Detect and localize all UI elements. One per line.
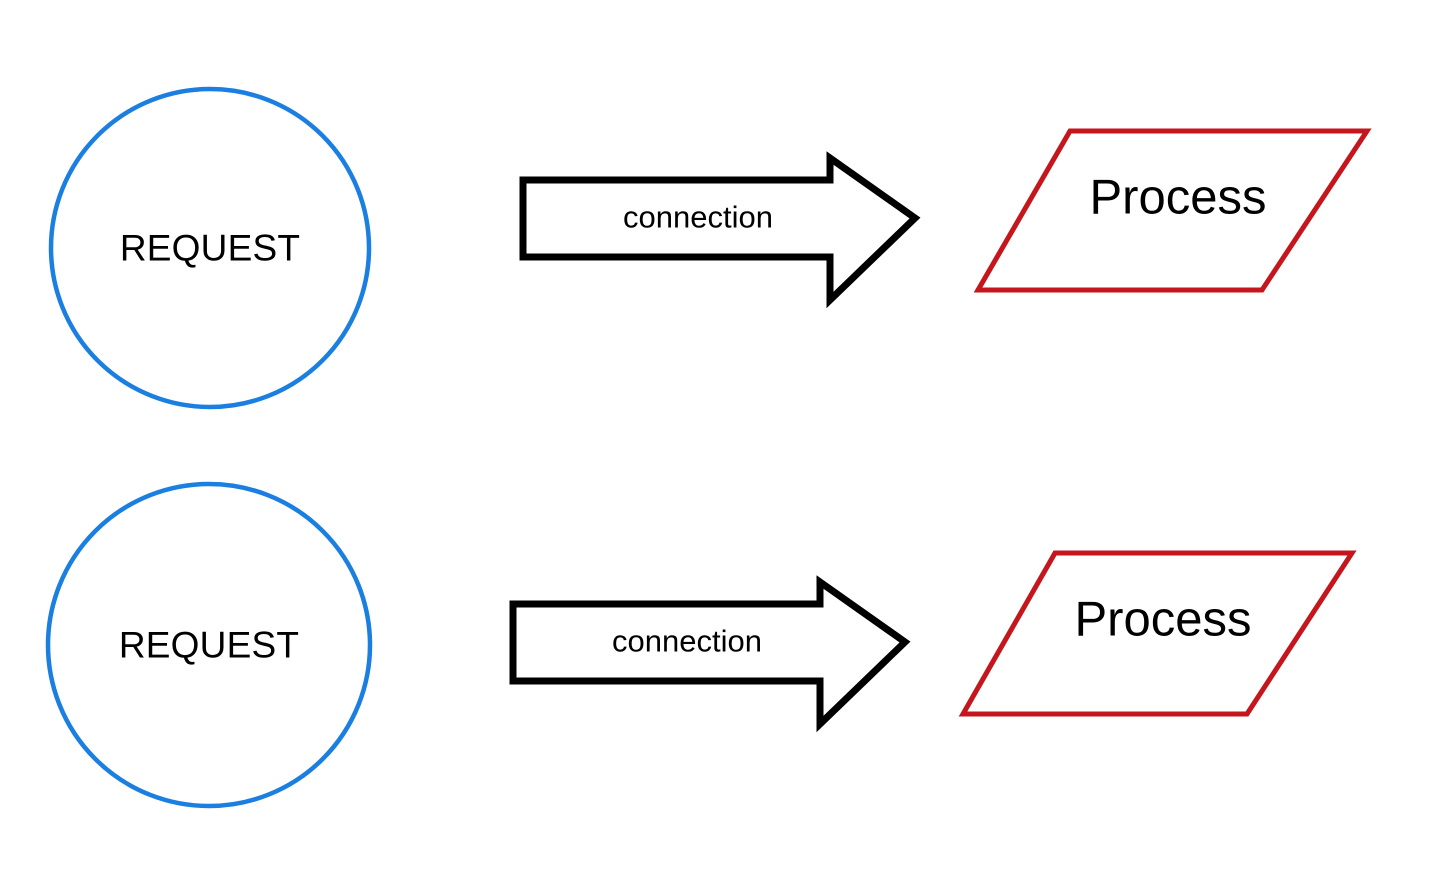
request-circle-row-1[interactable] xyxy=(48,86,372,410)
process-parallelogram-row-2[interactable] xyxy=(958,550,1357,717)
process-parallelogram-label-row-2: Process xyxy=(1074,592,1252,647)
request-circle-label-row-2: REQUEST xyxy=(118,624,300,666)
request-circle-row-2[interactable] xyxy=(45,481,373,809)
request-circle-label-row-1: REQUEST xyxy=(119,227,301,269)
connection-arrow-label-row-2: connection xyxy=(612,623,762,659)
connection-arrow-label-row-1: connection xyxy=(623,199,773,235)
connection-arrow-row-1[interactable] xyxy=(519,151,921,309)
process-parallelogram-row-1[interactable] xyxy=(973,128,1372,293)
process-parallelogram-label-row-1: Process xyxy=(1089,170,1267,225)
connection-arrow-row-2[interactable] xyxy=(509,575,911,733)
